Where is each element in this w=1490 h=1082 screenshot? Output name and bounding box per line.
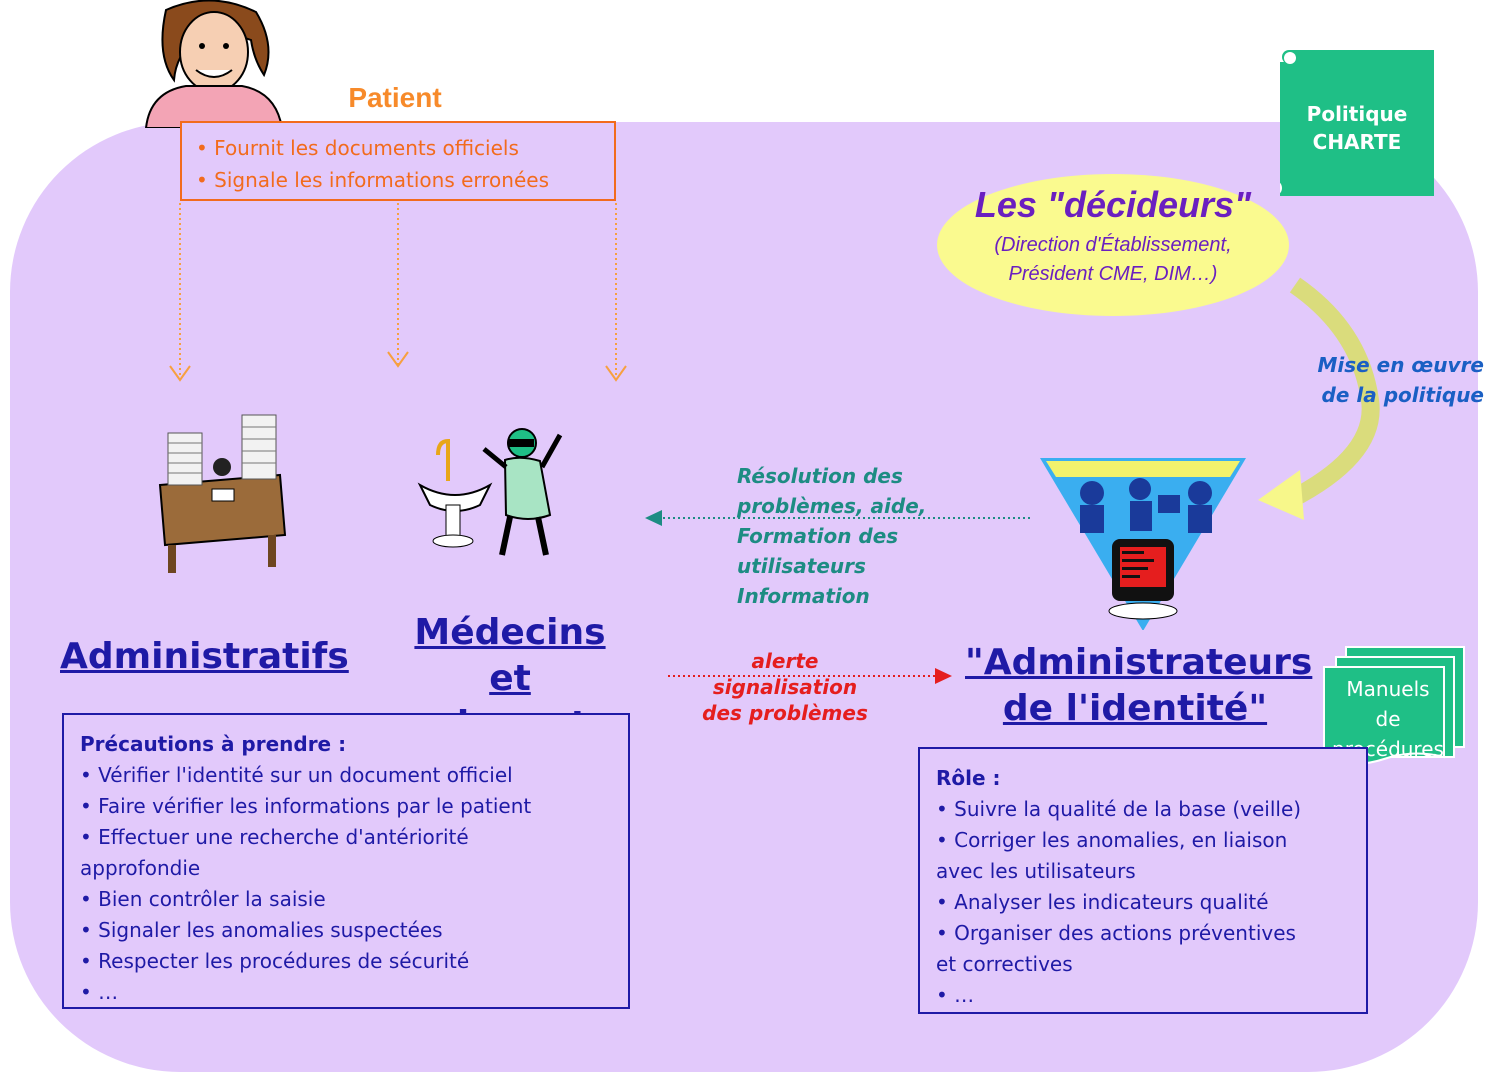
- alerte-line: signalisation: [712, 675, 858, 699]
- manuels-line: de: [1375, 707, 1401, 731]
- patient-girl-icon: [144, 0, 284, 128]
- desk-with-papers-icon: [158, 414, 287, 573]
- mise-line: de la politique: [1321, 383, 1484, 407]
- precautions-title: Précautions à prendre :: [80, 732, 347, 756]
- resolution-line: Information: [737, 584, 870, 608]
- precaution-item: • Faire vérifier les informations par le…: [80, 794, 532, 818]
- charte-scroll-icon: [1280, 50, 1434, 196]
- resolution-line: Résolution des: [737, 464, 903, 488]
- curved-arrow-head: [1258, 470, 1304, 520]
- alerte-label: alerte signalisation des problèmes: [660, 648, 910, 726]
- role-box: Rôle : • Suivre la qualité de la base (v…: [918, 747, 1368, 1014]
- role-title: Rôle :: [936, 766, 1001, 790]
- role-item: • Organiser des actions préventives: [936, 921, 1296, 945]
- decideurs-title: Les "décideurs": [974, 184, 1252, 225]
- charte-line: Politique: [1306, 102, 1408, 126]
- alerte-line: alerte: [751, 649, 819, 673]
- decideurs-ellipse: [937, 174, 1289, 316]
- role-item: • Suivre la qualité de la base (veille): [936, 797, 1302, 821]
- resolution-line: Formation des: [737, 524, 899, 548]
- resolution-line: utilisateurs: [737, 554, 866, 578]
- manuels-label: Manuels de procédures: [1322, 674, 1454, 764]
- manuels-stack-icon: [1323, 646, 1465, 765]
- precaution-item: • Bien contrôler la saisie: [80, 887, 326, 911]
- mise-en-oeuvre-label: Mise en œuvre de la politique: [1290, 350, 1490, 410]
- patient-box: • Fournit les documents officiels • Sign…: [180, 121, 616, 201]
- admin-team-icon: [1040, 458, 1246, 630]
- medecins-line: Médecins: [414, 612, 606, 653]
- mise-line: Mise en œuvre: [1317, 353, 1484, 377]
- precaution-item: approfondie: [80, 856, 201, 880]
- alerte-line: des problèmes: [702, 701, 868, 725]
- precaution-item: • …: [80, 980, 119, 1004]
- role-item: • …: [936, 983, 975, 1007]
- patient-item: • Fournit les documents officiels: [196, 136, 519, 160]
- role-item: et correctives: [936, 952, 1073, 976]
- role-item: • Corriger les anomalies, en liaison: [936, 828, 1288, 852]
- precaution-item: • Signaler les anomalies suspectées: [80, 918, 443, 942]
- resolution-label: Résolution des problèmes, aide, Formatio…: [737, 461, 997, 611]
- resolution-line: problèmes, aide,: [737, 494, 927, 518]
- role-item: avec les utilisateurs: [936, 859, 1136, 883]
- curved-arrow: [1285, 277, 1380, 509]
- admin-identite-line: de l'identité": [1002, 688, 1268, 729]
- charte-line: CHARTE: [1312, 130, 1402, 154]
- decideurs-subtitle: (Direction d'Établissement, Président CM…: [937, 231, 1289, 289]
- patient-item: • Signale les informations erronées: [196, 168, 549, 192]
- manuels-line: Manuels: [1346, 677, 1430, 701]
- patient-title: Patient: [348, 82, 442, 113]
- precaution-item: • Respecter les procédures de sécurité: [80, 949, 470, 973]
- admin-identite-heading: "Administrateurs de l'identité": [965, 640, 1313, 732]
- doctor-icon: [417, 428, 563, 556]
- precaution-item: • Effectuer une recherche d'antériorité: [80, 825, 469, 849]
- precautions-box: Précautions à prendre : • Vérifier l'ide…: [62, 713, 630, 1009]
- decideurs-line: (Direction d'Établissement,: [994, 234, 1232, 256]
- admin-identite-line: "Administrateurs: [965, 642, 1313, 683]
- precaution-item: • Vérifier l'identité sur un document of…: [80, 763, 513, 787]
- administratifs-heading: Administratifs: [60, 636, 349, 677]
- role-item: • Analyser les indicateurs qualité: [936, 890, 1269, 914]
- charte-label: Politique CHARTE: [1282, 100, 1432, 156]
- decideurs-line: Président CME, DIM…): [1008, 263, 1218, 285]
